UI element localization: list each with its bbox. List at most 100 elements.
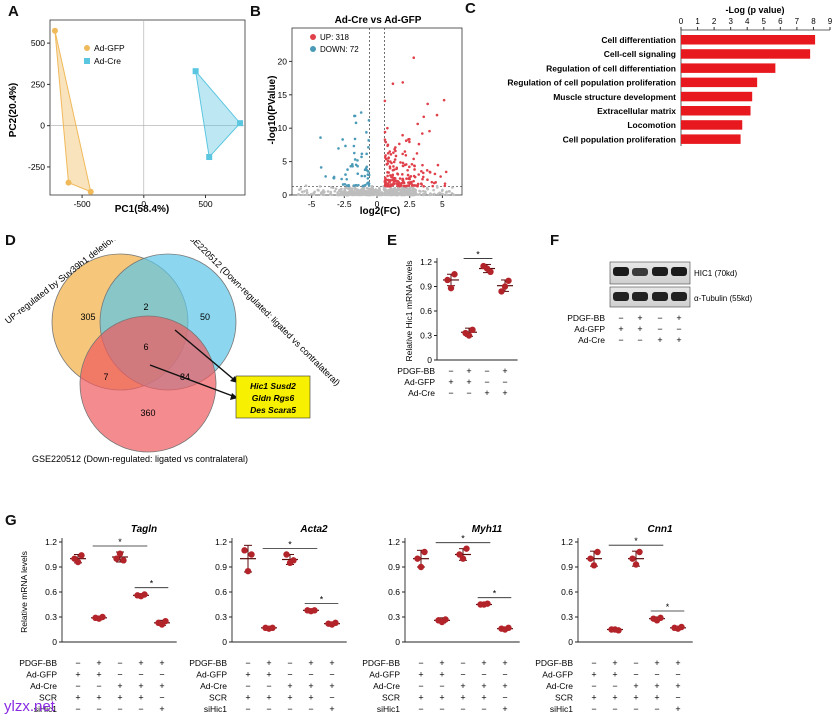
volcano-point-up [439, 175, 442, 178]
condition-value: − [612, 681, 617, 691]
volcano-point-ns [400, 190, 404, 194]
condition-value: − [117, 670, 122, 680]
ytick: 0.6 [215, 587, 227, 597]
venn-count-ab: 2 [143, 302, 148, 312]
ytick: 1.2 [388, 537, 400, 547]
ytick: 1.2 [215, 537, 227, 547]
condition-value: − [591, 681, 596, 691]
condition-value: + [675, 681, 680, 691]
volcano-point-down [352, 144, 356, 148]
condition-value: + [612, 658, 617, 668]
condition-value: + [138, 681, 143, 691]
go-bar [681, 77, 758, 88]
condition-value: − [484, 366, 489, 376]
condition-value: + [418, 693, 423, 703]
condition-value: − [633, 670, 638, 680]
data-point [487, 268, 494, 275]
venn-set-c [79, 315, 217, 453]
volcano-point-down [365, 152, 368, 156]
volcano-point-up [410, 162, 414, 166]
volcano-point-up [398, 142, 401, 146]
go-bar [681, 91, 753, 102]
blot-condition-value: − [618, 335, 623, 345]
condition-value: − [502, 377, 507, 387]
volcano-point-ns [316, 188, 320, 192]
volcano-point-ns [433, 192, 436, 196]
volcano-point-up [387, 156, 390, 160]
data-point [74, 558, 82, 566]
data-point [78, 552, 85, 559]
g-gene-title: Cnn1 [648, 524, 673, 535]
condition-value: − [654, 704, 659, 714]
pca-ylabel: PC2(20.4%) [8, 83, 19, 137]
panel-d-letter: D [5, 232, 16, 249]
gene-line-1: Hic1 Susd2 [250, 381, 296, 391]
blot-label-hic1: HIC1 (70kd) [694, 269, 737, 278]
volcano-point-up [392, 165, 395, 168]
volcano-point-down [356, 159, 359, 162]
volcano-point-up [383, 178, 387, 182]
volcano-point-up [390, 184, 394, 187]
ytick: 1.2 [45, 537, 57, 547]
condition-label: Ad-Cre [408, 388, 435, 398]
blot-condition-value: − [657, 313, 662, 323]
condition-value: − [591, 658, 596, 668]
venn-arrow-1 [174, 329, 239, 384]
condition-value: + [591, 670, 596, 680]
volcano-point-up [383, 156, 387, 159]
volcano-point-up [402, 184, 406, 188]
go-xlabel: -Log (p value) [726, 5, 785, 15]
volcano-point-up [436, 163, 440, 167]
volcano-point-ns [355, 192, 359, 196]
volcano-point-down [357, 183, 360, 187]
volcano-point-up [416, 122, 419, 126]
volcano-point-up [421, 175, 425, 179]
volcano-point-down [366, 177, 370, 180]
volcano-point-up [422, 185, 426, 188]
ytick: 0 [568, 637, 573, 647]
data-point [120, 557, 127, 564]
condition-value: − [439, 704, 444, 714]
data-point [498, 288, 505, 295]
volcano-point-down [345, 177, 349, 181]
condition-value: − [502, 693, 507, 703]
volcano-point-up [391, 82, 395, 85]
go-xtick: 1 [695, 17, 700, 26]
volcano-point-up [392, 182, 396, 186]
volcano-point-up [399, 161, 402, 164]
volcano-point-down [347, 183, 351, 187]
condition-value: + [654, 658, 659, 668]
condition-label: Ad-Cre [200, 681, 227, 691]
data-point [587, 555, 594, 562]
volcano-point-ns [340, 187, 343, 191]
volcano-point-ns [422, 189, 425, 193]
g-panels: Tagln00.30.60.91.2**PDGF-BB−+−++Ad-GFP++… [19, 524, 693, 714]
volcano-point-ns [441, 188, 444, 192]
volcano-point-ns [387, 193, 391, 197]
volcano-point-up [401, 81, 405, 84]
pca-legend: Ad-GFP Ad-Cre [84, 43, 125, 66]
volcano-point-up [392, 176, 395, 180]
data-point [162, 617, 169, 625]
legend-ad-gfp: Ad-GFP [94, 43, 125, 53]
volcano-point-up [407, 177, 410, 180]
condition-value: + [460, 681, 465, 691]
data-point [615, 627, 622, 634]
volcano-point-ns [310, 192, 313, 196]
condition-label: Ad-GFP [26, 670, 57, 680]
data-point [442, 616, 449, 623]
volcano-point-down [360, 174, 364, 178]
volcano-point-ns [359, 193, 363, 196]
blot-tubulin [609, 286, 691, 308]
condition-value: + [96, 693, 101, 703]
data-point [241, 547, 248, 554]
data-point [632, 561, 640, 568]
go-bar [681, 106, 751, 116]
volcano-point-up [388, 166, 392, 170]
condition-value: − [287, 704, 292, 714]
volcano-point-down [367, 170, 370, 173]
ytick: 0 [222, 637, 227, 647]
g-subplot-1: Tagln00.30.60.91.2**PDGF-BB−+−++Ad-GFP++… [19, 524, 177, 714]
pca-point [206, 154, 213, 161]
volcano-point-down [356, 172, 360, 176]
